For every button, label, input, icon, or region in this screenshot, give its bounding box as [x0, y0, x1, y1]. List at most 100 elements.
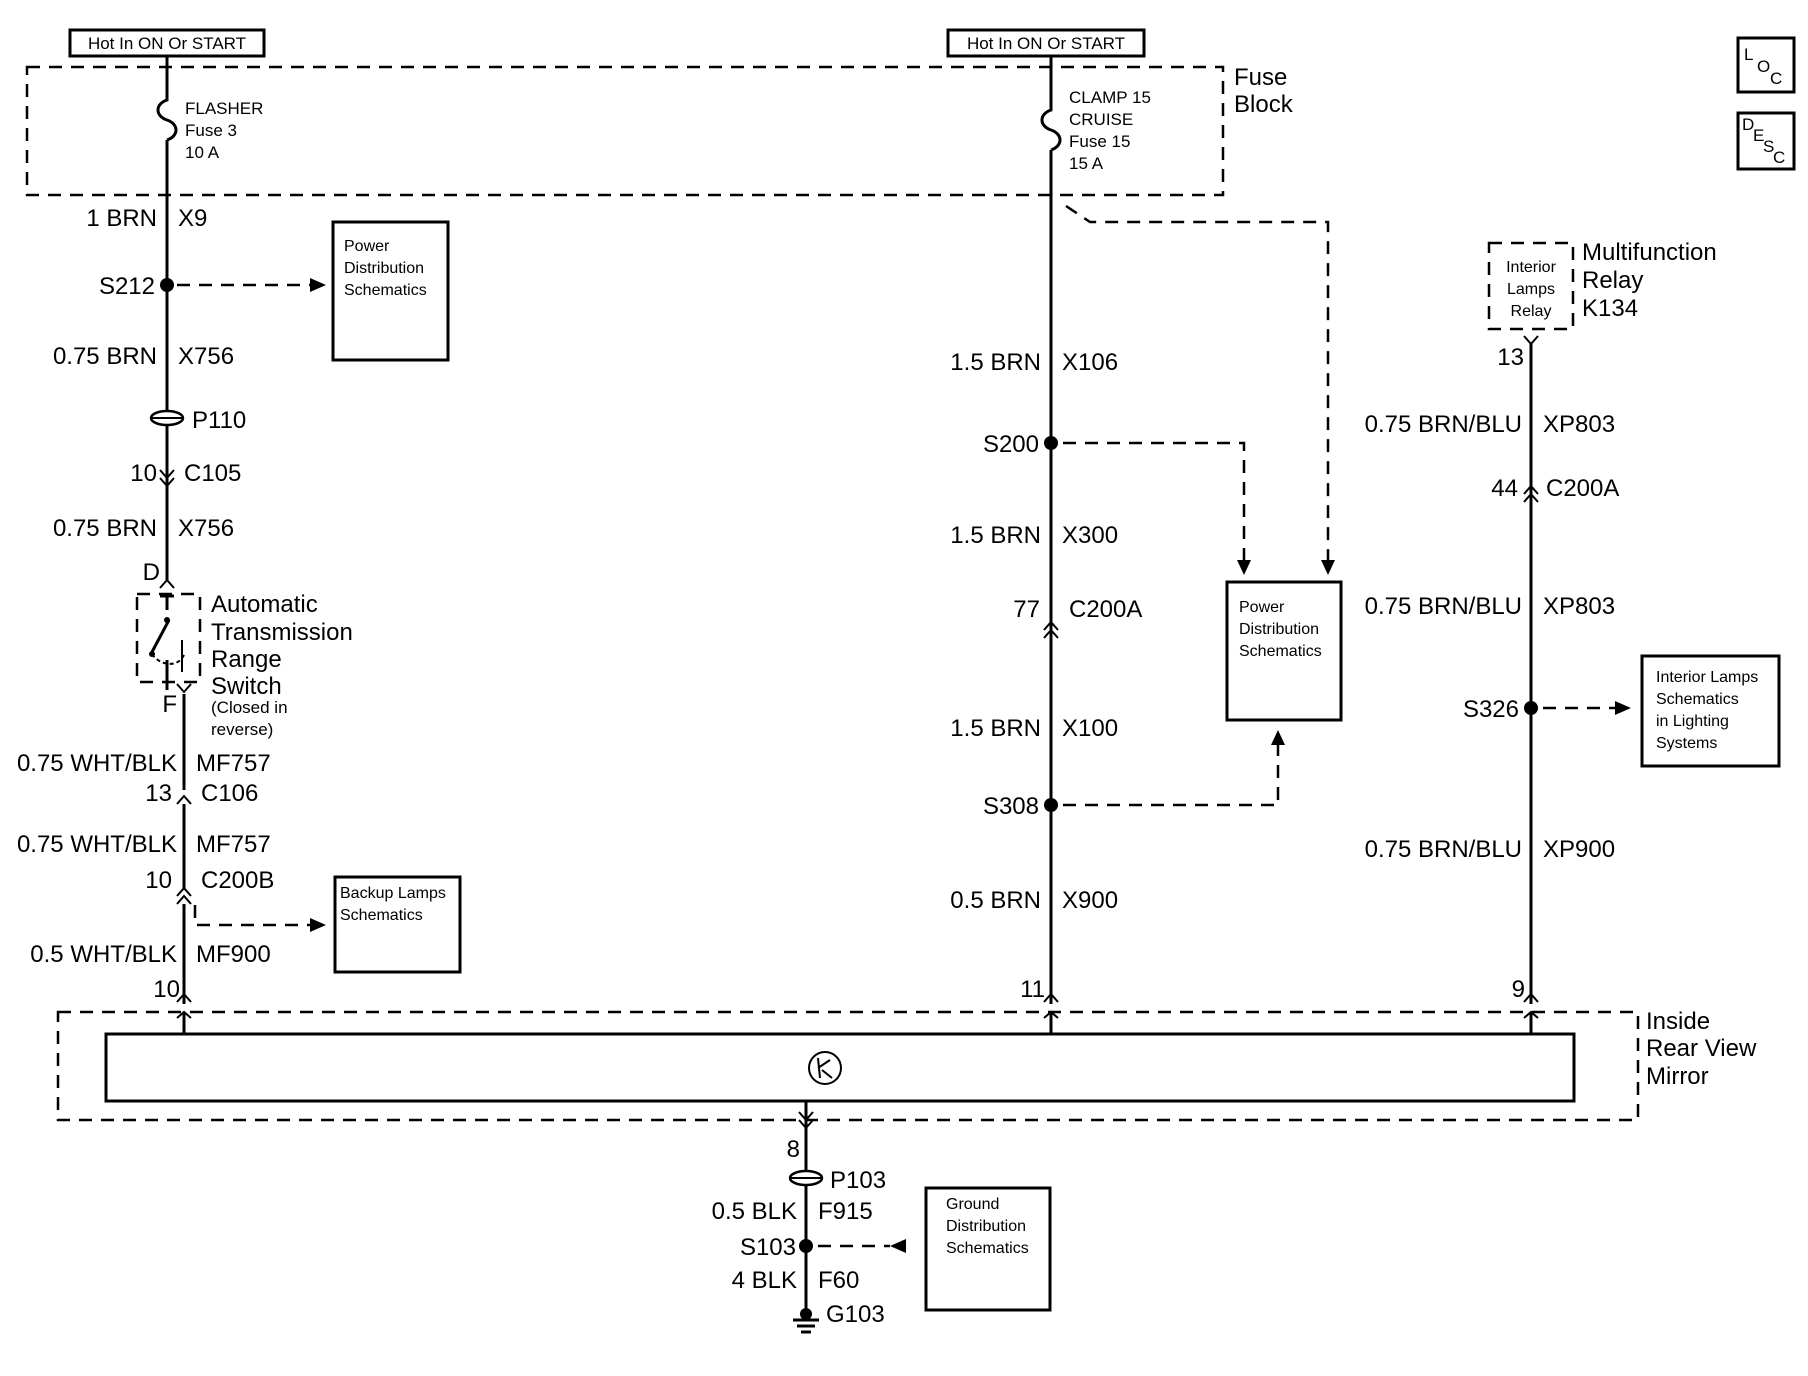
svg-text:10 A: 10 A: [185, 143, 220, 162]
svg-text:77: 77: [1013, 596, 1040, 623]
loc-icon[interactable]: L O C: [1736, 36, 1796, 94]
svg-text:Mirror: Mirror: [1646, 1063, 1709, 1090]
svg-text:Interior: Interior: [1506, 259, 1556, 276]
svg-text:1.5 BRN: 1.5 BRN: [950, 522, 1041, 549]
splice-label: S212: [99, 273, 155, 300]
svg-text:Distribution: Distribution: [1239, 621, 1319, 638]
svg-text:13: 13: [145, 780, 172, 807]
svg-text:13: 13: [1497, 344, 1524, 371]
right-circuit: 13 0.75 BRN/BLU XP803 44 C200A 0.75 BRN/…: [1365, 335, 1619, 1004]
svg-text:Automatic: Automatic: [211, 591, 318, 618]
svg-text:11: 11: [1020, 976, 1045, 1003]
desc-icon[interactable]: D E S C: [1736, 111, 1796, 171]
svg-text:15 A: 15 A: [1069, 154, 1104, 173]
svg-text:0.75 WHT/BLK: 0.75 WHT/BLK: [17, 831, 177, 858]
svg-text:Backup Lamps: Backup Lamps: [340, 885, 446, 902]
svg-text:Ground: Ground: [946, 1196, 999, 1213]
svg-text:S200: S200: [983, 431, 1039, 458]
svg-text:1.5 BRN: 1.5 BRN: [950, 715, 1041, 742]
svg-text:C: C: [1773, 148, 1785, 167]
svg-text:P110: P110: [192, 407, 246, 434]
svg-text:Power: Power: [344, 238, 390, 255]
svg-text:D: D: [143, 559, 160, 586]
svg-text:44: 44: [1491, 475, 1518, 502]
fuse-block-title: Fuse: [1234, 64, 1287, 91]
svg-text:Schematics: Schematics: [1656, 691, 1739, 708]
passthru-p110: [149, 409, 185, 427]
svg-text:CRUISE: CRUISE: [1069, 110, 1133, 129]
svg-text:Lamps: Lamps: [1507, 281, 1555, 298]
esd-icon: [808, 1051, 842, 1085]
svg-text:Hot In ON Or START: Hot In ON Or START: [88, 34, 246, 53]
ground-symbol: [793, 1308, 819, 1334]
svg-text:O: O: [1757, 57, 1770, 76]
svg-text:X300: X300: [1062, 522, 1118, 549]
svg-text:F915: F915: [818, 1198, 873, 1225]
connector-symbol: [159, 469, 175, 488]
svg-text:0.75 BRN/BLU: 0.75 BRN/BLU: [1365, 836, 1522, 863]
svg-text:Schematics: Schematics: [946, 1240, 1029, 1257]
ref-power-distribution-1[interactable]: Power Distribution Schematics: [331, 220, 450, 362]
svg-text:XP900: XP900: [1543, 836, 1615, 863]
svg-text:0.75 BRN/BLU: 0.75 BRN/BLU: [1365, 593, 1522, 620]
hot-label-left: Hot In ON Or START: [68, 28, 266, 58]
ref-backup-lamps[interactable]: Backup Lamps Schematics: [333, 875, 462, 974]
svg-text:Range: Range: [211, 646, 282, 673]
svg-text:Transmission: Transmission: [211, 619, 353, 646]
mid-circuit: 1.5 BRN X106 S200 1.5 BRN X300 77 C200A …: [950, 150, 1142, 1004]
svg-text:0.75 BRN/BLU: 0.75 BRN/BLU: [1365, 411, 1522, 438]
wire-gauge: 1 BRN: [86, 205, 157, 232]
svg-text:CLAMP 15: CLAMP 15: [1069, 88, 1151, 107]
svg-text:10: 10: [153, 976, 180, 1003]
svg-text:XP803: XP803: [1543, 411, 1615, 438]
svg-text:S308: S308: [983, 793, 1039, 820]
svg-text:Inside: Inside: [1646, 1008, 1710, 1035]
svg-text:MF900: MF900: [196, 941, 271, 968]
fuse-block-title-2: Block: [1234, 91, 1294, 118]
svg-text:Switch: Switch: [211, 673, 282, 700]
ground-circuit: 8 P103 0.5 BLK F915 S103 4 BLK F60 G103: [712, 1101, 886, 1334]
svg-text:Rear View: Rear View: [1646, 1035, 1757, 1062]
svg-text:0.5 BLK: 0.5 BLK: [712, 1198, 797, 1225]
svg-text:C200A: C200A: [1069, 596, 1142, 623]
svg-text:C200B: C200B: [201, 867, 274, 894]
ref-ground-distribution[interactable]: Ground Distribution Schematics: [924, 1186, 1052, 1312]
svg-text:0.75 BRN: 0.75 BRN: [53, 515, 157, 542]
svg-text:8: 8: [787, 1136, 800, 1163]
svg-text:F: F: [162, 691, 177, 718]
svg-text:X106: X106: [1062, 349, 1118, 376]
svg-text:MF757: MF757: [196, 831, 271, 858]
svg-text:Distribution: Distribution: [344, 260, 424, 277]
svg-text:Hot In ON Or START: Hot In ON Or START: [967, 34, 1125, 53]
svg-text:X756: X756: [178, 343, 234, 370]
fuse-15: CLAMP 15 CRUISE Fuse 15 15 A: [1040, 56, 1151, 173]
svg-text:Relay: Relay: [1582, 267, 1643, 294]
svg-text:4 BLK: 4 BLK: [732, 1267, 797, 1294]
ref-power-distribution-2[interactable]: Power Distribution Schematics: [1225, 580, 1343, 722]
svg-text:MF757: MF757: [196, 750, 271, 777]
svg-text:G103: G103: [826, 1301, 885, 1328]
svg-text:K134: K134: [1582, 295, 1638, 322]
svg-text:Fuse 15: Fuse 15: [1069, 132, 1130, 151]
svg-text:X100: X100: [1062, 715, 1118, 742]
svg-text:Relay: Relay: [1511, 303, 1552, 320]
fuse-block-outline: [25, 65, 1225, 197]
svg-text:0.5 WHT/BLK: 0.5 WHT/BLK: [30, 941, 177, 968]
svg-text:0.75 BRN: 0.75 BRN: [53, 343, 157, 370]
svg-text:Power: Power: [1239, 599, 1285, 616]
svg-text:in Lighting: in Lighting: [1656, 713, 1729, 730]
svg-text:S: S: [1763, 137, 1774, 156]
svg-text:Schematics: Schematics: [344, 282, 427, 299]
ref-interior-lamps[interactable]: Interior Lamps Schematics in Lighting Sy…: [1640, 654, 1781, 768]
svg-text:D: D: [1742, 115, 1754, 134]
left-circuit: 1 BRN X9 S212 0.75 BRN X756 P110 10 C105…: [53, 140, 246, 589]
inside-rear-view-mirror: Inside Rear View Mirror: [56, 1008, 1757, 1122]
svg-text:E: E: [1753, 126, 1764, 145]
svg-text:9: 9: [1512, 976, 1525, 1003]
svg-text:C200A: C200A: [1546, 475, 1619, 502]
splice-dot: [160, 278, 174, 292]
svg-text:C106: C106: [201, 780, 258, 807]
svg-text:reverse): reverse): [211, 720, 273, 739]
svg-text:FLASHER: FLASHER: [185, 99, 263, 118]
